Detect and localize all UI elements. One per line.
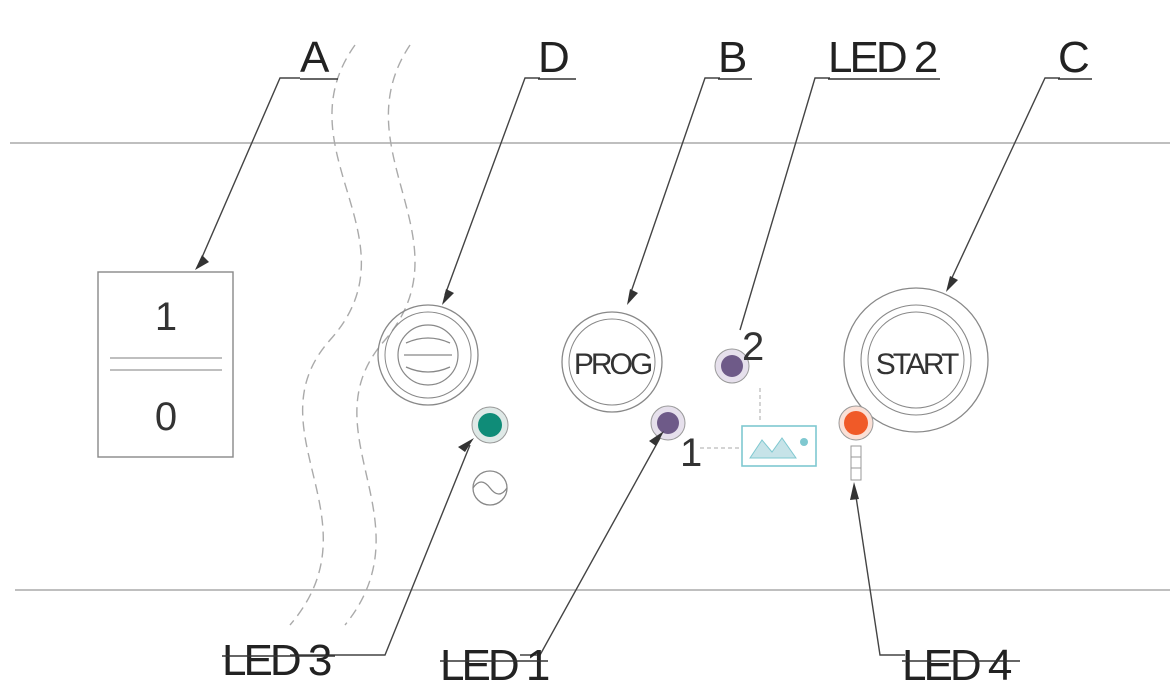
leader-led3	[290, 444, 471, 656]
leader-led4	[854, 489, 905, 656]
led-1	[650, 405, 686, 441]
leader-d	[444, 77, 540, 296]
knob-inner-ring	[384, 311, 472, 399]
callout-led1: LED 1	[440, 641, 549, 690]
break-line-right	[344, 44, 416, 626]
leader-led1	[520, 437, 661, 656]
power-symbol-icon	[472, 470, 508, 506]
selector-knob[interactable]	[377, 304, 479, 406]
leader-b	[629, 77, 720, 296]
start-button-outer-ring	[843, 287, 989, 433]
main-switch[interactable]: 1 0	[97, 271, 234, 458]
callout-c: C	[1058, 33, 1089, 82]
led-2-marker: 2	[742, 325, 764, 369]
prog-button-label: PROG	[574, 348, 652, 381]
led-4-level-icon	[850, 445, 862, 481]
main-switch-frame	[97, 271, 234, 458]
program-indicator-icon	[741, 425, 817, 467]
start-button-label: START	[876, 348, 959, 381]
start-button-mid-ring	[860, 304, 972, 416]
led-3	[471, 406, 509, 444]
callout-a: A	[300, 33, 330, 82]
break-line-left	[289, 44, 362, 626]
start-button[interactable]: START	[843, 287, 989, 433]
prog-button-inner-ring	[568, 318, 656, 406]
prog-button-outer-ring	[561, 311, 663, 413]
leader-c	[949, 77, 1060, 283]
knob-outer-ring	[377, 304, 479, 406]
callout-led4: LED 4	[902, 641, 1012, 690]
start-button-inner-ring	[867, 311, 965, 409]
callout-d: D	[538, 33, 568, 82]
prog-button[interactable]: PROG	[561, 311, 663, 413]
led-1-marker: 1	[680, 431, 702, 475]
leader-a	[199, 77, 300, 263]
switch-off-label: 0	[155, 395, 177, 439]
leader-lines	[195, 77, 1060, 656]
callout-led2: LED 2	[828, 33, 937, 82]
leader-led2	[739, 77, 830, 331]
callout-b: B	[718, 33, 746, 82]
knob-grip-icon	[404, 337, 452, 373]
led-4	[838, 405, 874, 441]
led-2	[714, 348, 750, 384]
switch-on-label: 1	[155, 295, 177, 339]
knob-center	[397, 324, 459, 386]
callout-led3: LED 3	[222, 636, 331, 685]
